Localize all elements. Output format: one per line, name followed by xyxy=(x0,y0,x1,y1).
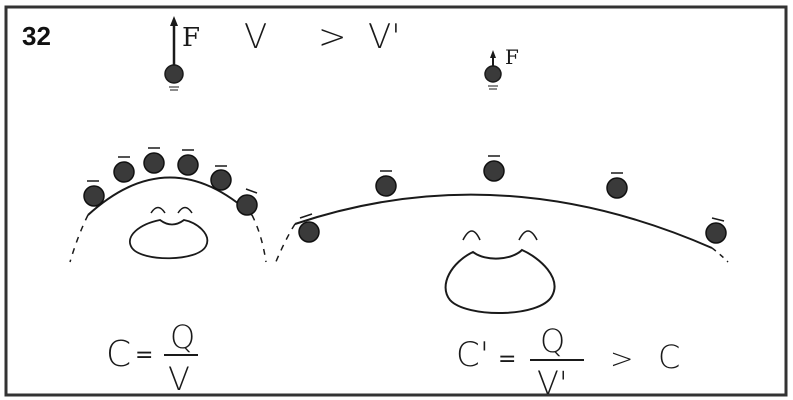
formula-left-lhs: C xyxy=(106,334,131,375)
formula-right-greater: > xyxy=(610,342,633,375)
greater-than-top: > xyxy=(318,17,347,57)
potential-right: V' xyxy=(368,17,401,57)
large-face xyxy=(446,231,555,313)
formula-left-denominator: V xyxy=(168,360,190,398)
charges-small-conductor xyxy=(84,148,257,215)
force-label-left: F xyxy=(182,23,200,53)
formula-right-lhs: C' xyxy=(456,335,489,375)
formula-right-denominator: V' xyxy=(537,364,568,400)
formula-left: C = Q V xyxy=(106,318,198,398)
formula-right-rhs: C xyxy=(658,338,680,376)
test-charge-right xyxy=(485,50,501,89)
force-label-right: F xyxy=(505,45,519,69)
formula-right-numerator: Q xyxy=(540,322,565,360)
formula-left-equals: = xyxy=(135,343,153,368)
formula-left-numerator: Q xyxy=(170,318,195,356)
test-charge-left xyxy=(165,16,183,90)
small-face xyxy=(130,208,207,259)
potential-left: V xyxy=(244,17,267,57)
formula-right: C' = Q V' > C xyxy=(456,322,680,400)
figure-number: 32 xyxy=(22,21,51,51)
formula-right-equals: = xyxy=(498,347,516,372)
charges-large-conductor xyxy=(299,156,726,243)
large-conductor xyxy=(275,195,728,264)
